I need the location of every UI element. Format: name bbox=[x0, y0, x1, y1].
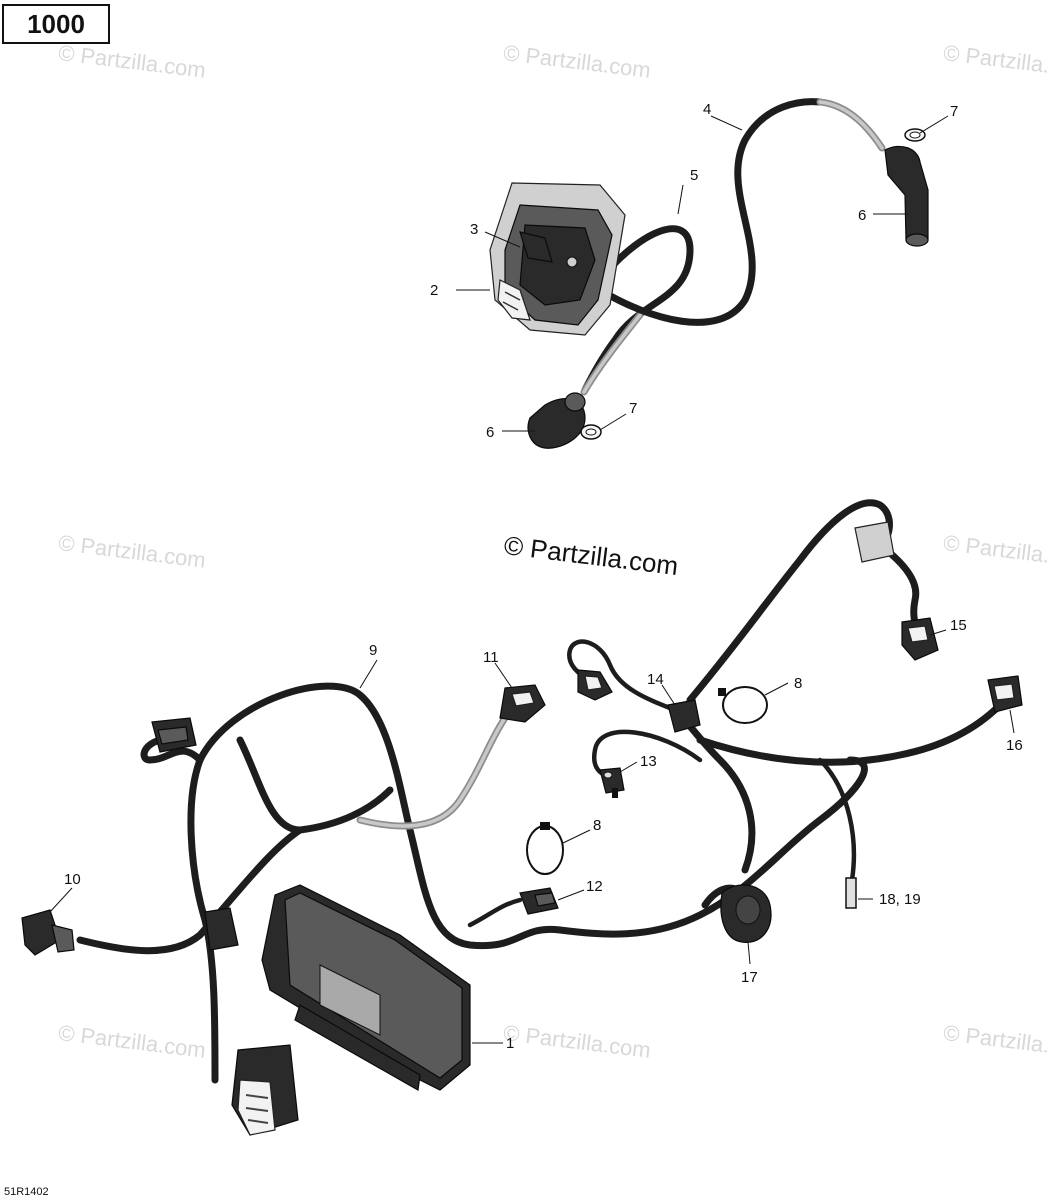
spark-plug-cable-4 bbox=[596, 98, 824, 326]
harness-inner-branch bbox=[236, 736, 394, 834]
harness-branch-10 bbox=[76, 826, 304, 955]
connector-top-left bbox=[151, 717, 197, 753]
harness-branch-loop bbox=[567, 639, 683, 715]
connector-10 bbox=[21, 909, 75, 956]
callout-12: 12 bbox=[586, 878, 603, 895]
callout-2: 2 bbox=[430, 282, 438, 299]
callout-17: 17 bbox=[741, 969, 758, 986]
ecm-connector bbox=[231, 1044, 299, 1136]
callout-labels: 2 3 4 5 6 7 6 7 9 11 14 8 13 8 12 15 16 … bbox=[64, 101, 1023, 1052]
harness-junction-14 bbox=[667, 699, 701, 733]
callout-4: 4 bbox=[703, 101, 711, 118]
connector-16 bbox=[987, 675, 1023, 713]
model-label: 1000 bbox=[2, 4, 110, 44]
coil-connector bbox=[519, 231, 553, 263]
callout-18-19: 18, 19 bbox=[879, 891, 921, 908]
callout-10: 10 bbox=[64, 871, 81, 888]
engine-wiring-harness bbox=[76, 499, 1004, 1084]
callout-16: 16 bbox=[1006, 737, 1023, 754]
diagram-reference-code: 51R1402 bbox=[4, 1186, 49, 1198]
harness-left-drop bbox=[187, 756, 219, 1084]
callout-3: 3 bbox=[470, 221, 478, 238]
callout-15: 15 bbox=[950, 617, 967, 634]
spark-plug-cap-upper bbox=[884, 145, 929, 247]
harness-branch-16 bbox=[696, 701, 1004, 766]
connector-17 bbox=[720, 884, 772, 943]
callout-9: 9 bbox=[369, 642, 377, 659]
leader-lines bbox=[49, 115, 1015, 1044]
harness-branch-15 bbox=[686, 499, 922, 704]
tie-wrap-upper-8 bbox=[718, 686, 768, 724]
engine-control-module bbox=[261, 884, 471, 1091]
terminal-18-19 bbox=[845, 877, 857, 909]
spark-plug-cap-lower bbox=[527, 392, 586, 449]
callout-5: 5 bbox=[690, 167, 698, 184]
callout-8-lower: 8 bbox=[593, 817, 601, 834]
harness-branch-top-left bbox=[140, 736, 204, 764]
sensor-13 bbox=[599, 767, 625, 798]
connector-near-15-top bbox=[854, 521, 895, 563]
harness-branch-18-19 bbox=[817, 757, 857, 883]
callout-13: 13 bbox=[640, 753, 657, 770]
ignition-coil-assembly bbox=[489, 98, 929, 449]
connector-loop-top bbox=[577, 669, 613, 701]
harness-main-trunk bbox=[196, 682, 868, 950]
harness-branch-13 bbox=[592, 729, 703, 778]
callout-8-upper: 8 bbox=[794, 675, 802, 692]
connector-11 bbox=[499, 684, 546, 723]
cable-clamp-lower bbox=[580, 424, 602, 440]
connector-12 bbox=[519, 887, 559, 915]
callout-6-lower: 6 bbox=[486, 424, 494, 441]
callout-1: 1 bbox=[506, 1035, 514, 1052]
harness-branch-12 bbox=[467, 897, 523, 928]
callout-7-lower: 7 bbox=[629, 400, 637, 417]
connector-15 bbox=[901, 617, 939, 661]
callout-11: 11 bbox=[483, 649, 499, 666]
spark-plug-cable-upper-sleeve bbox=[816, 98, 886, 152]
harness-right-trunk bbox=[676, 711, 756, 874]
callout-14: 14 bbox=[647, 671, 664, 688]
tie-wrap-lower-8 bbox=[526, 822, 564, 875]
inline-connector-left bbox=[204, 907, 239, 951]
ignition-coil bbox=[489, 182, 626, 336]
callout-7-upper: 7 bbox=[950, 103, 958, 120]
cable-clamp-upper bbox=[904, 128, 926, 142]
callout-6-upper: 6 bbox=[858, 207, 866, 224]
